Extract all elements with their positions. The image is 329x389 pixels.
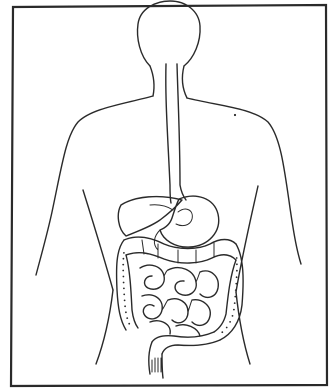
colon-texture-dot	[236, 270, 238, 272]
colon-texture-dot	[229, 321, 231, 323]
colon-texture-dot	[123, 282, 125, 284]
colon-texture-dot	[123, 294, 125, 296]
colon-texture-dot	[122, 270, 124, 272]
colon-texture-dot	[235, 283, 237, 285]
colon-texture-dot	[234, 302, 236, 304]
colon-texture-dot	[123, 288, 125, 290]
colon-texture-dot	[233, 309, 235, 311]
ink-speck	[234, 114, 236, 116]
colon-texture-dot	[125, 311, 127, 313]
colon-texture-dot	[234, 296, 236, 298]
colon-texture-dot	[236, 276, 238, 278]
colon-texture-dot	[126, 317, 128, 319]
colon-texture-dot	[128, 323, 130, 325]
colon-texture-dot	[221, 331, 223, 333]
colon-texture-dot	[123, 252, 125, 254]
colon-texture-dot	[123, 258, 125, 260]
colon-texture-dot	[124, 300, 126, 302]
colon-texture-dot	[122, 264, 124, 266]
colon-texture-dot	[236, 263, 238, 265]
colon-texture-dot	[232, 315, 234, 317]
colon-texture-dot	[226, 327, 228, 329]
colon-texture-dot	[236, 257, 238, 259]
colon-texture-dot	[123, 276, 125, 278]
colon-texture-dot	[235, 289, 237, 291]
colon-texture-dot	[124, 305, 126, 307]
